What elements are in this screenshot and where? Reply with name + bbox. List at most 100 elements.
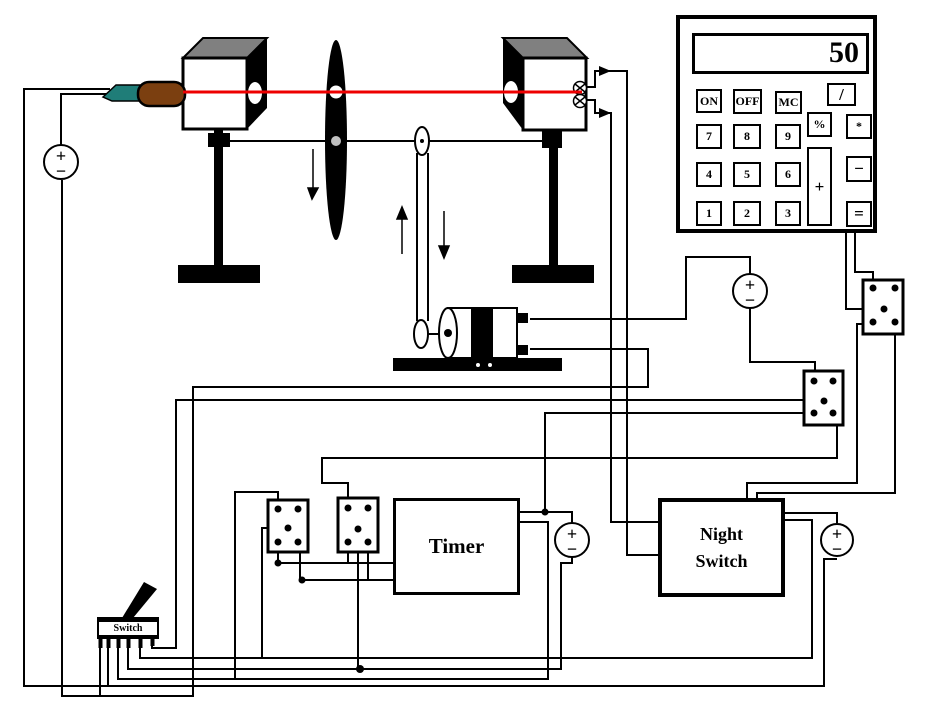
laser-body [136,80,187,108]
calc-button-4[interactable]: 4 [696,162,722,187]
calc-button-percent[interactable]: % [807,112,832,137]
battery-minus-symbol: − [832,539,842,559]
calc-button-on[interactable]: ON [696,89,722,113]
switch-pin [116,639,121,648]
calc-button-equals[interactable]: = [846,201,872,227]
battery-left: + − [43,144,79,181]
switch-pin [138,639,143,648]
calc-button-mc[interactable]: MC [775,91,802,114]
night-switch-label-line2: Switch [695,550,748,571]
relay-block-a [266,498,310,554]
relay-contact-dot [364,538,372,546]
wire-relay-nightswitch-2 [756,324,896,498]
calc-button-6[interactable]: 6 [775,162,801,187]
laser-pointer [101,80,187,108]
wire-detector-ns-top [586,70,658,556]
calc-button-7[interactable]: 7 [696,124,722,149]
belt-up-arrow-icon [395,205,409,254]
toggle-switch[interactable]: Switch [97,617,159,639]
motor-base-dot [488,363,492,367]
relay-contact-dot [829,377,837,385]
wire-nsbattery-bus [127,557,573,670]
battery-motor: + − [732,273,768,310]
wire-nsright-battery [785,512,838,523]
battery-plus-symbol: + [832,524,842,544]
laser-stand [178,130,260,283]
battery-minus-symbol: − [745,290,755,310]
motor-terminal-upper [517,313,528,323]
calc-button-2[interactable]: 2 [733,201,761,226]
battery-minus-symbol: − [56,161,66,181]
switch-label: Switch [113,623,143,634]
laser-mount-box [180,37,270,131]
rotation-arrow-icon [306,149,320,201]
wire-motor-midbattery [530,256,751,320]
relay-block-b [336,496,380,554]
wire-timer-out1-branch [544,412,812,512]
calc-button-8[interactable]: 8 [733,124,761,149]
detector-stand [512,131,594,283]
calculator: 50 ON OFF MC / 7 8 9 % * 4 5 6 + − 1 2 3… [676,15,877,233]
relay-contact-dot [869,318,877,326]
relay-contact-dot [294,505,302,513]
motor-pulley [413,319,429,349]
motor-shaft-dot [444,329,452,337]
switch-pin [126,639,131,648]
switch-toggle-lever[interactable] [122,582,157,618]
calculator-display: 50 [692,33,869,74]
batteries: + − + − + − + − [43,144,854,559]
wire-battery-motor [61,180,649,697]
stand-post [214,130,223,266]
junction-dot [274,559,282,567]
motor-band [471,308,493,358]
wire-laser-battery-plus [60,93,110,146]
calc-button-divide[interactable]: / [827,83,856,106]
calc-button-multiply[interactable]: * [846,114,872,139]
laser-tip [101,84,141,102]
timer-label: Timer [428,534,485,558]
calc-button-1[interactable]: 1 [696,201,722,226]
calc-button-5[interactable]: 5 [733,162,761,187]
calc-button-plus[interactable]: + [807,147,832,226]
switch-pin [106,639,111,648]
relay-contact-dot [810,409,818,417]
chopper-disc [325,40,347,240]
wire-midbattery-relay [749,308,816,379]
stand-clamp [542,131,562,148]
battery-plus-symbol: + [745,275,755,295]
pulley-top [414,126,430,156]
battery-nightswitch: + − [820,523,854,559]
battery-plus-symbol: + [56,146,66,166]
switch-pins [98,639,155,648]
relay-contact-dot [344,538,352,546]
calc-button-3[interactable]: 3 [775,201,801,226]
relay-block-right [861,278,905,336]
relay-contact-dot [869,284,877,292]
relay-contact-dot [284,524,292,532]
calc-button-off[interactable]: OFF [733,89,762,114]
calc-button-9[interactable]: 9 [775,124,801,149]
relay-contact-dot [364,504,372,512]
relay-contact-dot [810,377,818,385]
wire-bus658 [139,519,813,659]
switch-pin [98,639,103,648]
relay-contact-dot [274,505,282,513]
battery-timer: + − [554,522,590,559]
stand-clamp [208,133,230,147]
relay-contact-dot [891,318,899,326]
night-switch-label-line1: Night [699,523,743,544]
disc-hub [331,136,341,146]
relay-contact-dot [880,305,888,313]
relay-contact-dot [294,538,302,546]
relay-contact-dot [829,409,837,417]
relay-contact-dot [820,397,828,405]
signal-arrows [599,66,611,118]
battery-minus-symbol: − [567,539,577,559]
motor [393,307,562,371]
calc-button-minus[interactable]: − [846,156,872,182]
motor-terminal-lower [517,345,528,355]
motor-base-dot [476,363,480,367]
junction-dot [356,665,364,673]
